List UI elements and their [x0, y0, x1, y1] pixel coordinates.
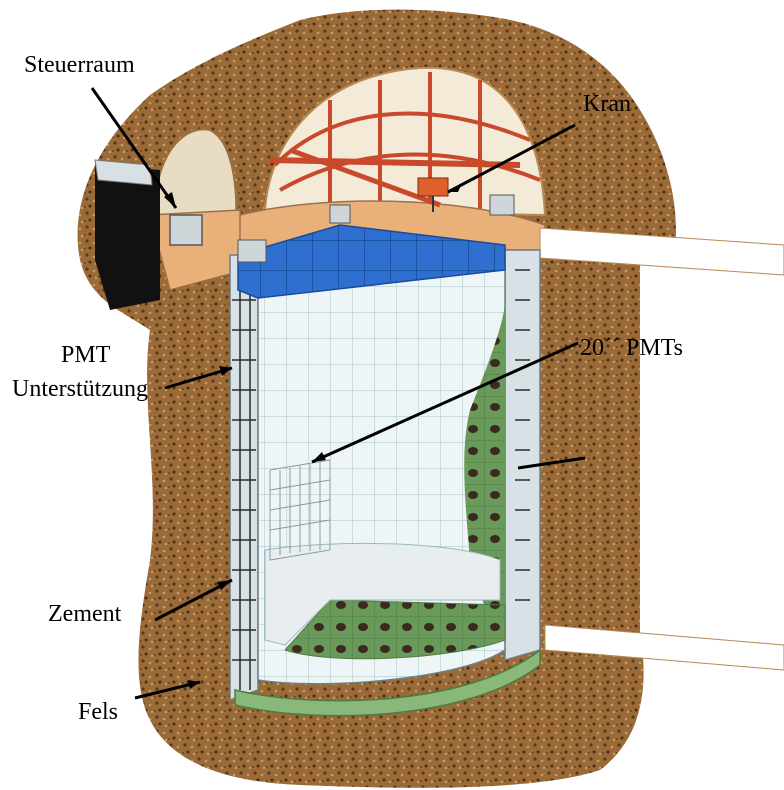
label-crane: Kran	[583, 91, 631, 117]
label-cement: Zement	[48, 601, 122, 627]
label-pmt-support-line2: Unterstützung	[12, 376, 148, 402]
label-pmt-support-line1: PMT	[61, 342, 111, 368]
tank-wall-right	[505, 250, 540, 660]
access-tunnel-left	[95, 165, 160, 310]
tank-top-unit-left	[238, 240, 266, 262]
tank-wall-left	[230, 255, 258, 700]
label-control-room: Steuerraum	[24, 52, 135, 78]
label-pmts: 20´´ PMTs	[580, 335, 683, 361]
control-room-unit	[170, 215, 202, 245]
label-rock: Fels	[78, 699, 118, 725]
